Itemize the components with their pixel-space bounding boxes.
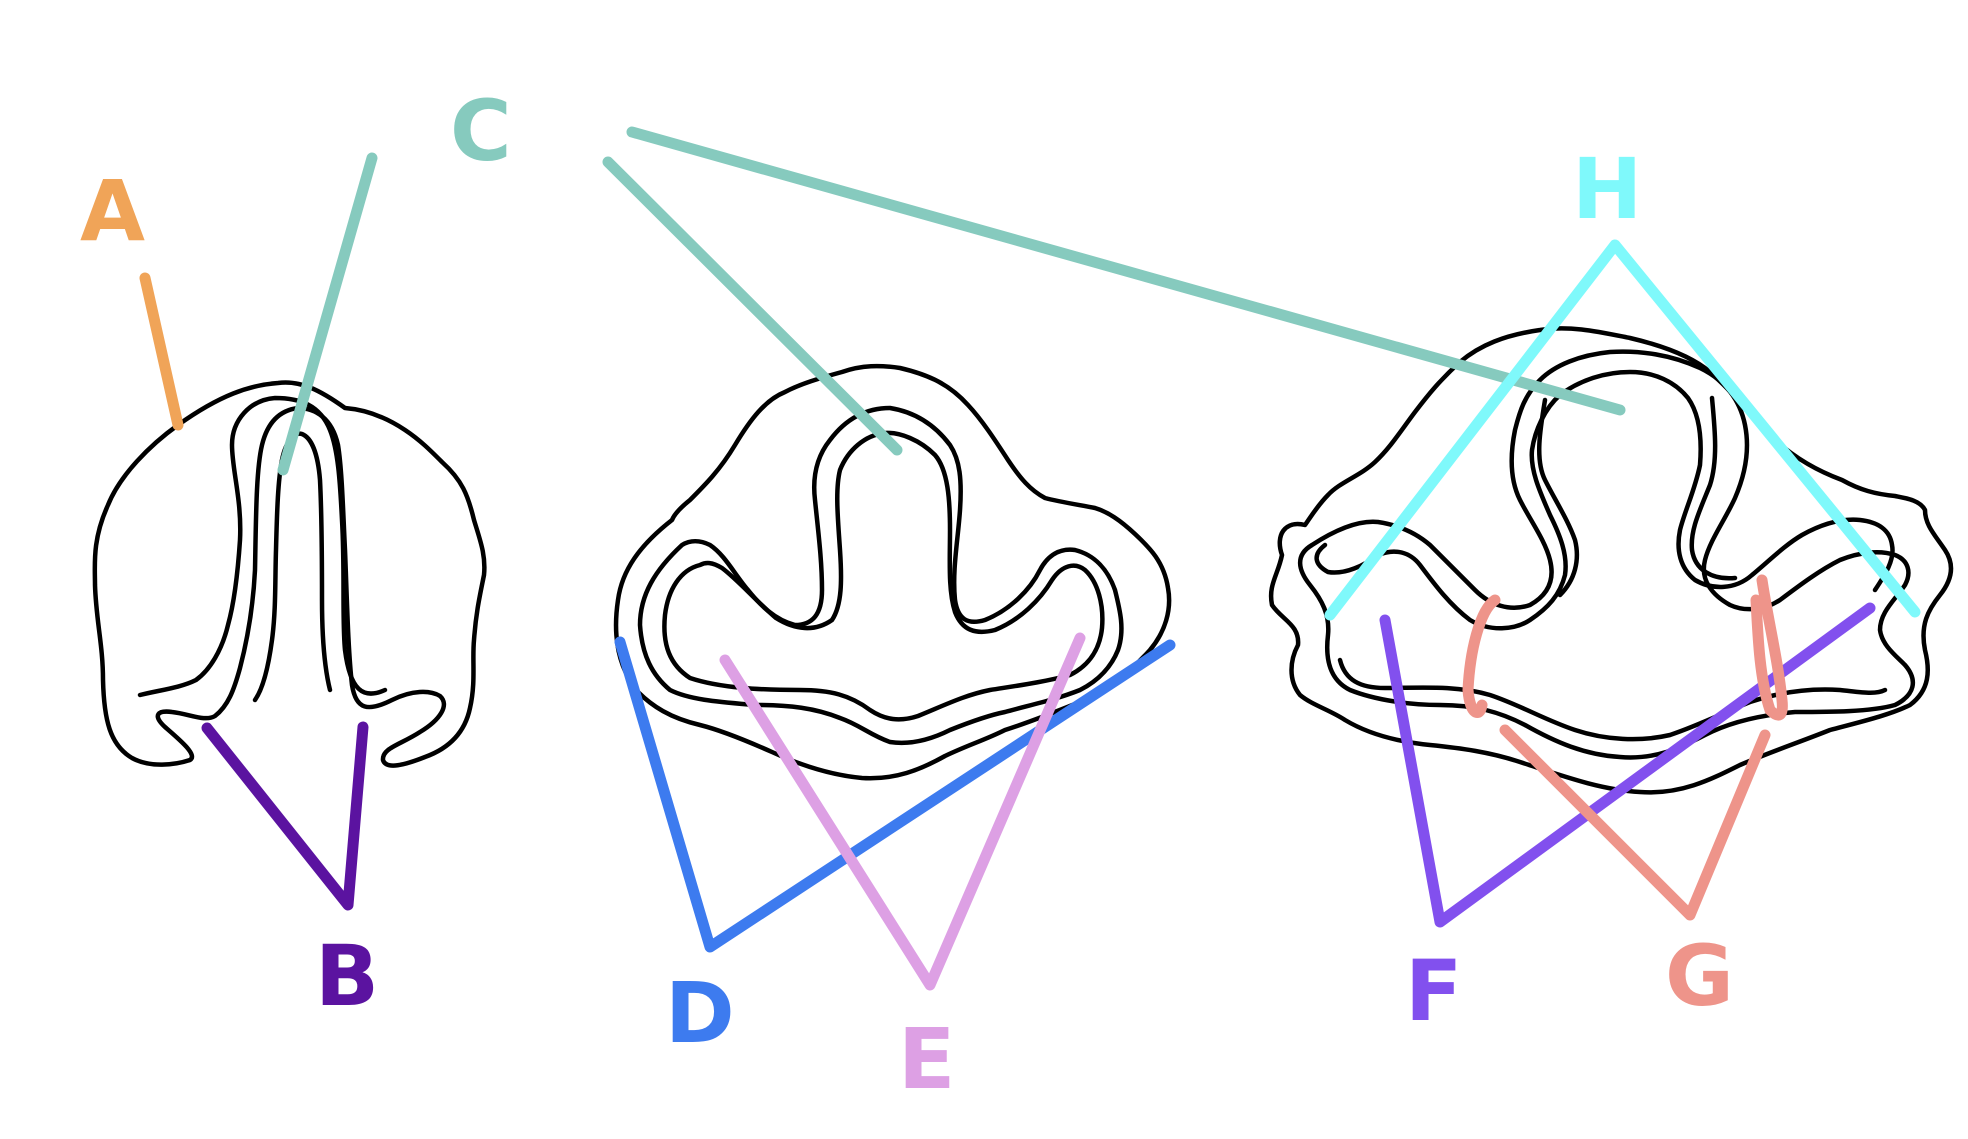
leader-line-d	[614, 636, 1176, 953]
leader-line-h	[1324, 239, 1921, 621]
leader-loop-g-left	[1462, 594, 1501, 719]
stage-3-embryo-section	[1268, 326, 1954, 795]
stage-3-neural-tube-wall	[1536, 397, 1580, 598]
stage-1-neural-groove-outer	[137, 395, 388, 698]
leader-loop-g-right	[1750, 574, 1788, 721]
leader-line-c-1	[277, 152, 378, 476]
label-b: B	[315, 927, 379, 1025]
leader-line-a	[139, 272, 184, 431]
leader-line-f	[1379, 602, 1876, 928]
stage-3-ectoderm-outer	[1268, 326, 1954, 795]
label-c: C	[450, 82, 512, 180]
stage-3-neural-tube-inner	[1314, 369, 1895, 631]
stage-3-neural-tube-lumen	[1337, 657, 1888, 742]
leader-line-c-2	[602, 156, 903, 456]
leader-line-c-3	[626, 126, 1626, 416]
leader-lines	[139, 126, 1921, 991]
stage-3-neural-tube-wall-right	[1689, 395, 1738, 581]
labels: A B C D E F G H	[80, 82, 1734, 1108]
stage-1-neural-groove-inner	[252, 431, 333, 703]
leader-line-g	[1499, 724, 1771, 921]
leader-line-b	[201, 721, 369, 911]
label-g: G	[1665, 927, 1734, 1025]
leader-line-e	[719, 632, 1086, 991]
stage-1-ectoderm-outline	[92, 380, 487, 768]
stage-2-neural-fold-inner	[662, 430, 1105, 722]
label-h: H	[1572, 140, 1642, 238]
stage-2-ectoderm-inner	[637, 405, 1124, 746]
label-f: F	[1405, 942, 1462, 1040]
label-d: D	[665, 964, 735, 1062]
label-a: A	[80, 162, 145, 260]
stage-3-ectoderm-middle	[1297, 349, 1916, 760]
label-e: E	[898, 1010, 955, 1108]
stage-2-embryo-section	[613, 363, 1172, 781]
